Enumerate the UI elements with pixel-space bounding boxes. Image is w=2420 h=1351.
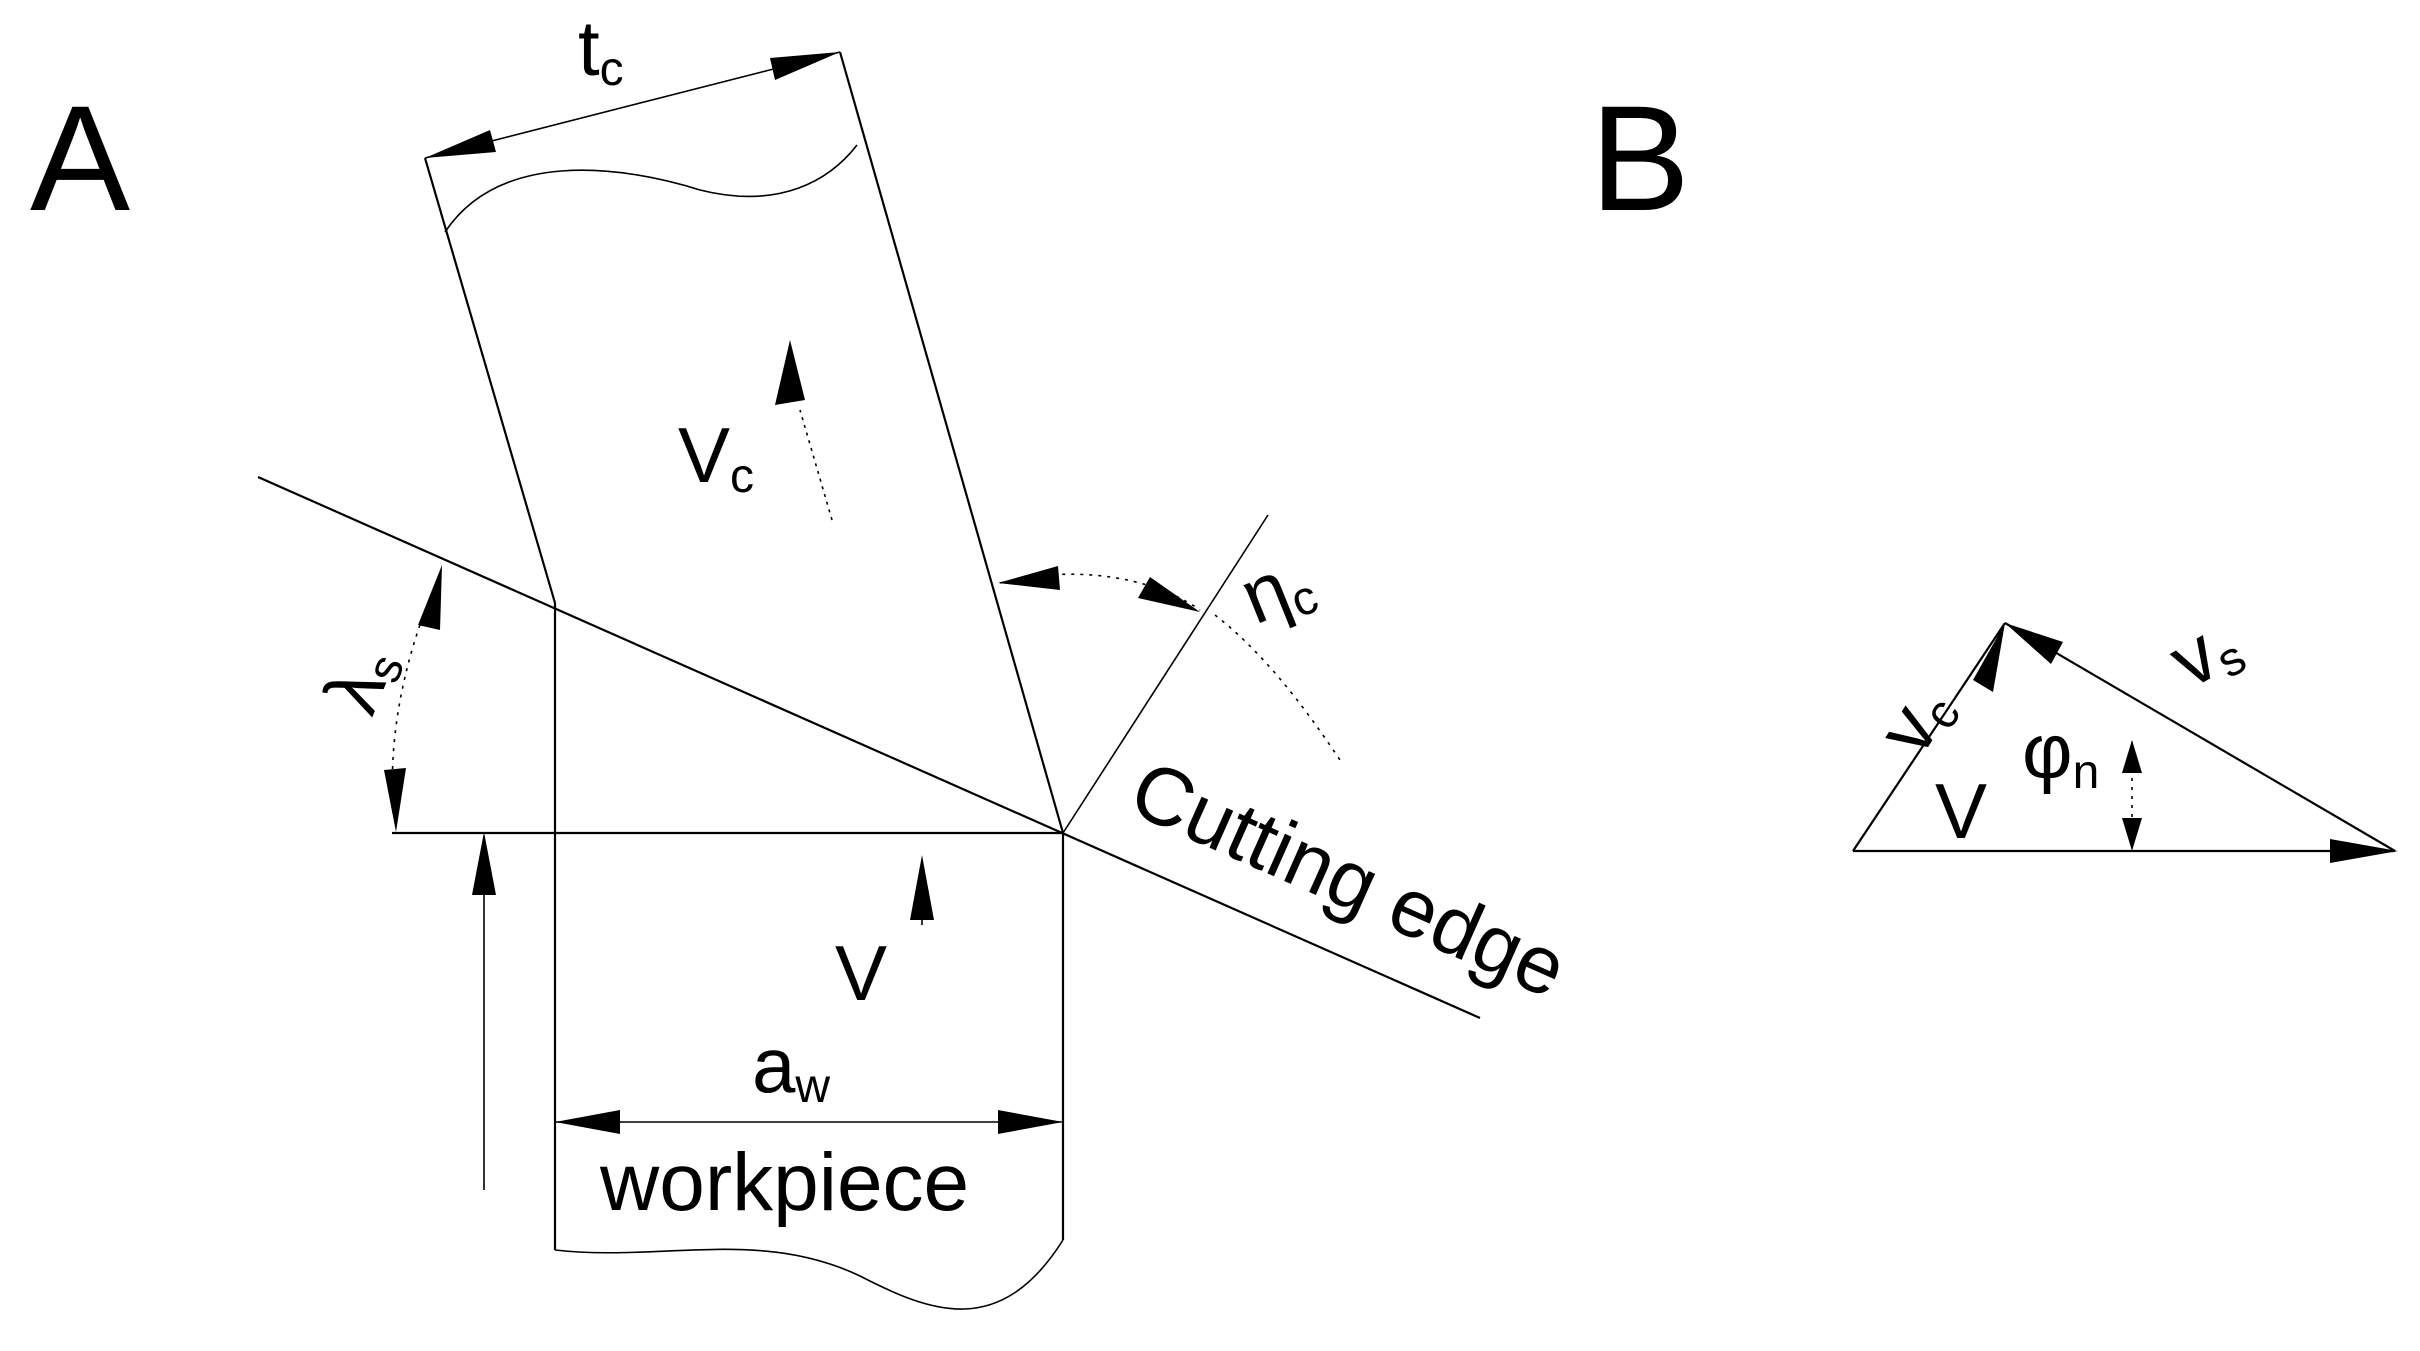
shear-velocity-vector-label: vs bbox=[2155, 597, 2256, 708]
chip-velocity-arrowhead bbox=[775, 340, 805, 405]
chip-velocity-vector bbox=[1852, 622, 2006, 852]
chip-right-edge bbox=[838, 51, 1065, 834]
panel-a-label: A bbox=[30, 74, 130, 242]
cutting-edge-label: Cutting edge bbox=[1118, 743, 1580, 1015]
shear-velocity-vector bbox=[2004, 622, 2396, 852]
inclination-angle-label: λs bbox=[306, 633, 415, 726]
panel-b: B vc vs V φn bbox=[1590, 74, 2398, 863]
cutting-edge-normal-line bbox=[1062, 514, 1269, 834]
cutting-velocity-arrowhead bbox=[910, 855, 934, 920]
width-of-cut-label: aw bbox=[752, 1021, 830, 1113]
shear-angle-arrow-top bbox=[2122, 740, 2142, 773]
chip-flow-angle-arrow-left bbox=[998, 566, 1060, 590]
chip-flow-angle-arrow-right bbox=[1138, 577, 1200, 612]
chip-velocity-dotted bbox=[799, 409, 833, 521]
panel-b-label: B bbox=[1590, 74, 1690, 242]
shear-angle-label: φn bbox=[2022, 707, 2099, 799]
workpiece-break-curve bbox=[554, 1239, 1064, 1310]
chip-left-edge bbox=[423, 157, 557, 604]
cutting-velocity-vector-arrowhead bbox=[2330, 839, 2398, 863]
inclination-angle-arc bbox=[391, 574, 441, 821]
chip-flow-angle-label: ηc bbox=[1228, 534, 1325, 645]
workpiece-label: workpiece bbox=[599, 1137, 969, 1228]
chip-flow-angle-arc bbox=[999, 573, 1201, 611]
width-of-cut-arrow-right bbox=[998, 1110, 1063, 1134]
chip-thickness-arrow-left bbox=[425, 130, 496, 158]
cutting-velocity-vector-label: V bbox=[1935, 767, 1987, 855]
inclination-angle-arrow-top bbox=[418, 565, 442, 630]
cutting-edge-line bbox=[257, 475, 1481, 1020]
feed-direction-arrowhead bbox=[472, 832, 496, 895]
inclination-angle-arrow-bottom bbox=[384, 768, 406, 832]
chip-velocity-label: Vc bbox=[678, 411, 754, 503]
shear-angle-arrow-bottom bbox=[2122, 818, 2142, 851]
cutting-velocity-label: V bbox=[835, 929, 887, 1017]
chip-thickness-label: tc bbox=[578, 4, 624, 96]
shear-velocity-vector-arrowhead bbox=[2005, 623, 2063, 664]
width-of-cut-arrow-left bbox=[555, 1110, 620, 1134]
chip-break-curve bbox=[444, 144, 858, 233]
chip-thickness-dimension-line bbox=[424, 51, 841, 159]
chip-thickness-arrow-right bbox=[770, 52, 840, 80]
chip-velocity-vector-arrowhead bbox=[1973, 623, 2005, 692]
chip-flow-leader-line bbox=[1214, 614, 1341, 761]
chip-velocity-vector-label: vc bbox=[1860, 669, 1971, 771]
panel-a: A tc Vc Cutting edge workpiece aw V bbox=[30, 4, 1580, 1310]
